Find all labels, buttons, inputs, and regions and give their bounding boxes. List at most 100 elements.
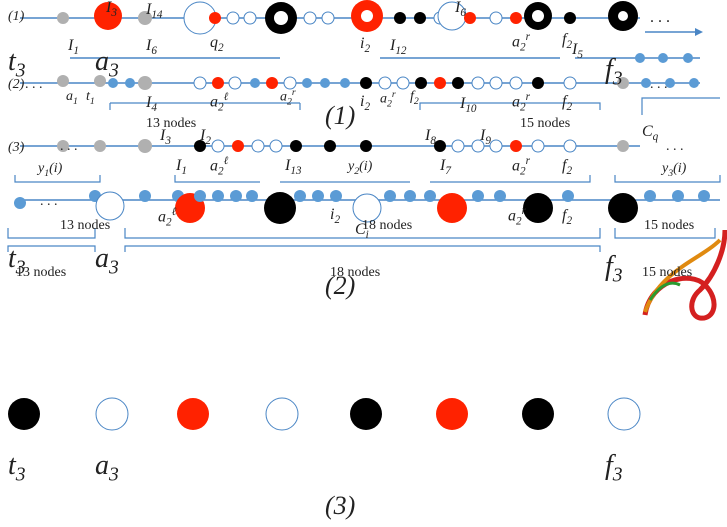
node — [489, 139, 503, 153]
node — [94, 75, 106, 87]
interval-bracket — [109, 102, 301, 110]
count-13-nodes-a: 13 nodes — [146, 116, 197, 131]
node — [617, 140, 629, 152]
node — [360, 77, 372, 89]
interval-bracket — [7, 245, 96, 252]
node — [361, 10, 373, 22]
node — [340, 78, 350, 88]
bottom-node-row — [8, 397, 641, 431]
node — [228, 76, 242, 90]
label-q2: q2 — [210, 34, 224, 55]
node — [562, 190, 574, 202]
count-18-nodes-a: 18 nodes — [362, 218, 413, 233]
node — [415, 77, 427, 89]
node — [510, 140, 522, 152]
node — [330, 190, 342, 202]
label-a2l-row4: a2ℓ — [158, 206, 177, 229]
node — [139, 190, 151, 202]
node — [294, 190, 306, 202]
count-15-nodes-c: 15 nodes — [642, 265, 693, 280]
node — [635, 53, 645, 63]
node — [269, 139, 283, 153]
node — [451, 139, 465, 153]
row-2-marker: (2) — [8, 77, 25, 92]
panel-3-f3: f3 — [605, 450, 623, 486]
node — [494, 190, 506, 202]
node — [471, 139, 485, 153]
node — [384, 190, 396, 202]
node — [464, 12, 476, 24]
label-Ci: Ci — [355, 221, 369, 242]
row-2-ellipsis-right: . . . — [650, 77, 668, 92]
node — [683, 53, 693, 63]
node — [672, 190, 684, 202]
label-I6: I6 — [146, 37, 157, 58]
label-a1: a1 — [66, 89, 78, 107]
node — [424, 190, 436, 202]
node — [414, 12, 426, 24]
bottom-node-red — [177, 398, 209, 430]
interval-bracket — [7, 228, 96, 239]
row-1-ellipsis: . . . — [650, 9, 670, 26]
node — [193, 76, 207, 90]
row-4-ellipsis: . . . — [40, 194, 58, 209]
node — [352, 193, 382, 223]
row-2-ellipsis: . . . — [25, 77, 43, 92]
node — [302, 78, 312, 88]
label-I14: I14 — [146, 1, 163, 22]
node — [489, 11, 503, 25]
node — [471, 76, 485, 90]
label-y2: y2(i) — [348, 159, 373, 177]
count-15-nodes-b: 15 nodes — [644, 218, 695, 233]
node — [209, 12, 221, 24]
label-a2l-row2: a2ℓ — [210, 91, 229, 114]
count-13-nodes-c: 13 nodes — [16, 265, 67, 280]
label-f2-row1: f2 — [562, 31, 573, 52]
row-3-graph — [14, 139, 721, 183]
label-i2-row4: i2 — [330, 206, 341, 227]
node — [564, 12, 576, 24]
node — [452, 77, 464, 89]
node — [665, 78, 675, 88]
label-a2r-row2b: a2r — [380, 89, 396, 110]
panel-1-caption: (1) — [325, 101, 356, 130]
bottom-node-black — [8, 398, 40, 430]
node — [57, 12, 69, 24]
row-1-graph — [20, 0, 703, 63]
node — [226, 11, 240, 25]
label-Cq: Cq — [642, 123, 659, 144]
label-I1-row3: I1 — [176, 157, 187, 178]
node — [94, 140, 106, 152]
label-a2r-row2c: a2r — [512, 91, 530, 114]
panel-1-a3: a3 — [95, 46, 119, 82]
interval-bracket — [14, 175, 101, 183]
node — [510, 12, 522, 24]
node — [324, 140, 336, 152]
node — [57, 140, 69, 152]
interval-bracket — [419, 102, 601, 110]
node — [250, 78, 260, 88]
interval-bracket — [614, 228, 716, 239]
bottom-node-red — [436, 398, 468, 430]
curve-decoration — [642, 229, 727, 321]
bottom-node-black — [522, 398, 554, 430]
node — [320, 78, 330, 88]
node — [138, 139, 152, 153]
label-I8: I8 — [425, 127, 436, 148]
label-I6b: I6 — [455, 0, 466, 20]
panel-1-f3: f3 — [605, 54, 623, 90]
node — [264, 192, 296, 224]
label-f2-row2b: f2 — [562, 93, 573, 114]
node — [437, 193, 467, 223]
node — [396, 76, 410, 90]
node — [194, 140, 206, 152]
row-3-ellipsis-right: . . . — [666, 139, 684, 154]
node — [523, 193, 553, 223]
row-3-ellipsis: . . . — [60, 139, 78, 154]
label-f2-row4: f2 — [562, 207, 573, 228]
label-i2: i2 — [360, 35, 371, 56]
row-1-marker: (1) — [8, 9, 25, 24]
node — [138, 76, 152, 90]
node — [644, 190, 656, 202]
label-I3-row3: I3 — [160, 127, 171, 148]
